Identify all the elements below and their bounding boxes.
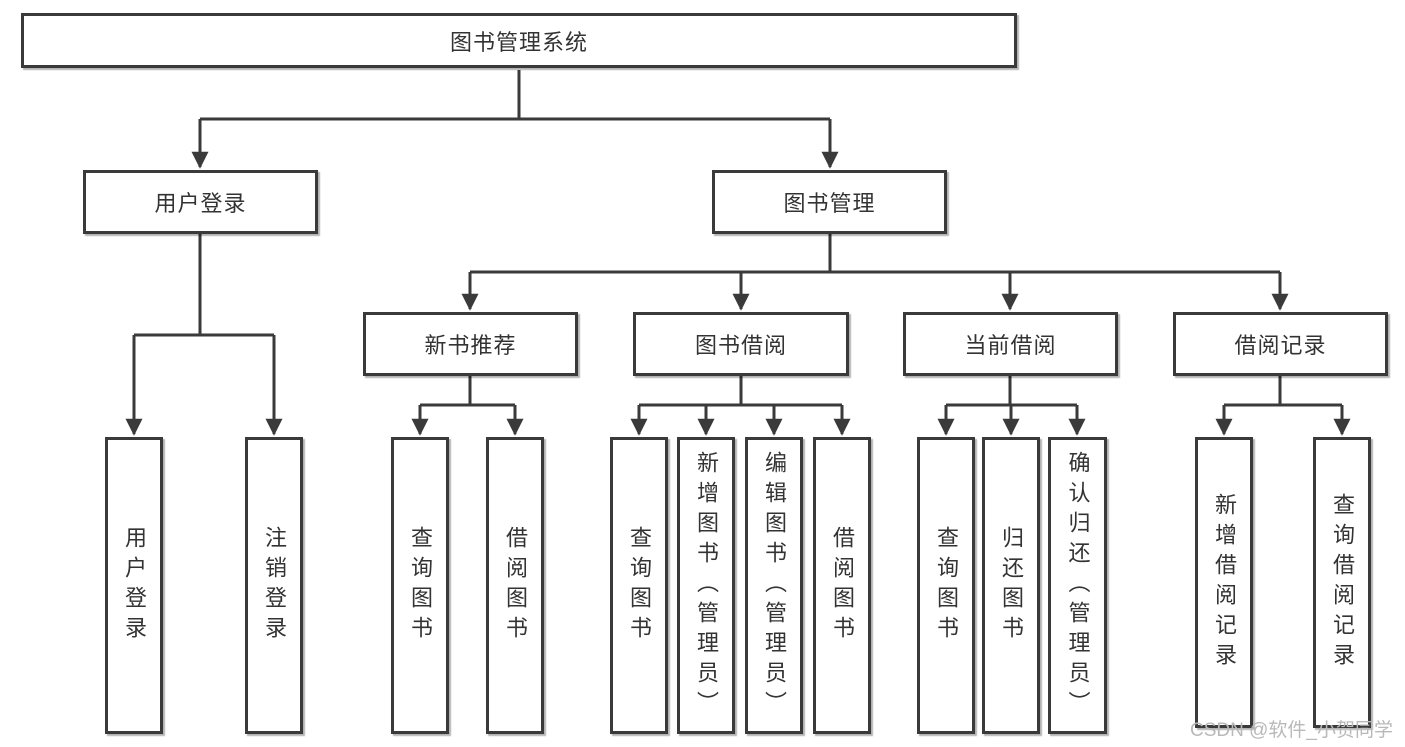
connector-arrows xyxy=(125,119,1351,436)
leaf-edit-books-admin: 编辑图书（管理员） xyxy=(745,437,803,734)
leaf-logout-label: 注销登录 xyxy=(262,525,287,646)
leaf-query-books-borrowing: 查询图书 xyxy=(610,437,668,734)
node-borrowing-records-label: 借阅记录 xyxy=(1234,333,1327,358)
node-book-borrowing: 图书借阅 xyxy=(633,312,849,376)
leaf-query-books-current-label: 查询图书 xyxy=(934,525,959,646)
leaf-logout: 注销登录 xyxy=(245,437,303,734)
leaf-add-borrow-record: 新增借阅记录 xyxy=(1195,437,1253,728)
node-book-borrowing-label: 图书借阅 xyxy=(694,333,787,358)
node-user-login-label: 用户登录 xyxy=(154,191,247,216)
leaf-borrow-books-borrowing: 借阅图书 xyxy=(813,437,871,734)
node-current-borrowing-label: 当前借阅 xyxy=(964,333,1057,358)
node-root: 图书管理系统 xyxy=(21,13,1017,68)
leaf-borrow-books-borrowing-label: 借阅图书 xyxy=(830,525,855,646)
node-new-book-recommend-label: 新书推荐 xyxy=(424,333,517,358)
node-current-borrowing: 当前借阅 xyxy=(903,312,1118,376)
leaf-query-books-recommend-label: 查询图书 xyxy=(408,525,433,646)
leaf-query-borrow-record-label: 查询借阅记录 xyxy=(1330,492,1355,673)
leaf-confirm-return-admin: 确认归还（管理员） xyxy=(1048,437,1107,734)
node-user-login: 用户登录 xyxy=(83,170,318,234)
leaf-edit-books-admin-label: 编辑图书（管理员） xyxy=(762,450,787,721)
leaf-query-books-borrowing-label: 查询图书 xyxy=(627,525,652,646)
leaf-query-books-recommend: 查询图书 xyxy=(391,437,449,734)
leaf-add-books-admin-label: 新增图书（管理员） xyxy=(694,450,719,721)
leaf-confirm-return-admin-label: 确认归还（管理员） xyxy=(1065,450,1091,721)
leaf-add-borrow-record-label: 新增借阅记录 xyxy=(1212,492,1237,673)
node-book-management-label: 图书管理 xyxy=(783,191,876,216)
leaf-add-books-admin: 新增图书（管理员） xyxy=(677,437,735,734)
leaf-user-login-label: 用户登录 xyxy=(122,525,147,646)
leaf-user-login: 用户登录 xyxy=(105,437,163,734)
node-new-book-recommend: 新书推荐 xyxy=(363,312,578,376)
node-borrowing-records: 借阅记录 xyxy=(1173,312,1388,376)
leaf-return-books: 归还图书 xyxy=(982,437,1040,734)
leaf-borrow-books-recommend: 借阅图书 xyxy=(486,437,544,734)
node-book-management: 图书管理 xyxy=(712,170,947,234)
leaf-return-books-label: 归还图书 xyxy=(999,525,1024,646)
leaf-borrow-books-recommend-label: 借阅图书 xyxy=(503,525,528,646)
csdn-watermark: CSDN @软件_小贺同学 xyxy=(1190,720,1393,741)
leaf-query-borrow-record: 查询借阅记录 xyxy=(1313,437,1371,728)
leaf-query-books-current: 查询图书 xyxy=(917,437,975,734)
node-root-label: 图书管理系统 xyxy=(449,29,588,55)
